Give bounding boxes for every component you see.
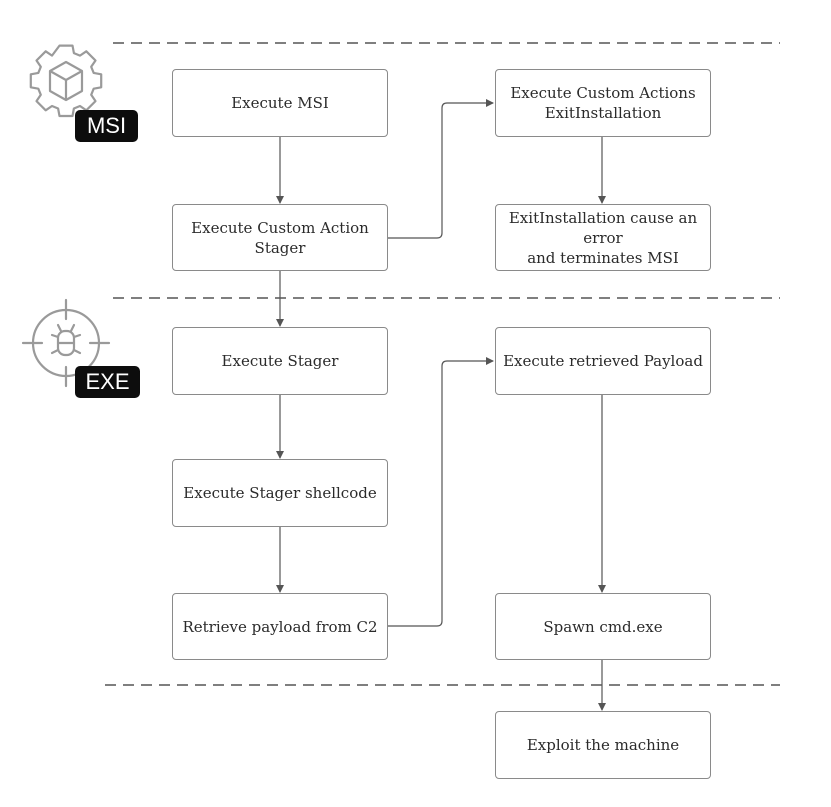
edge-custom-action-stager-to-custom-actions-exit	[388, 99, 494, 239]
node-execute-stager: Execute Stager	[172, 327, 388, 395]
node-execute-custom-actions-exit: Execute Custom Actions ExitInstallation	[495, 69, 711, 137]
node-execute-custom-action-stager: Execute Custom Action Stager	[172, 204, 388, 271]
node-exit-installation-error: ExitInstallation cause an error and term…	[495, 204, 711, 271]
node-execute-stager-label: Execute Stager	[221, 352, 339, 370]
node-exploit-machine: Exploit the machine	[495, 711, 711, 779]
node-spawn-cmd-label: Spawn cmd.exe	[543, 617, 663, 636]
node-exploit-machine-label: Exploit the machine	[526, 736, 680, 754]
node-retrieve-payload-label: Retrieve payload from C2	[182, 617, 378, 636]
node-execute-stager-shellcode: Execute Stager shellcode	[172, 459, 388, 527]
node-execute-retrieved-payload: Execute retrieved Payload	[495, 327, 711, 395]
node-retrieve-payload: Retrieve payload from C2	[172, 593, 388, 660]
node-execute-custom-actions-exit-label: Execute Custom Actions ExitInstallation	[510, 84, 696, 122]
msi-section-badge: MSI	[75, 110, 138, 142]
exe-section-badge: EXE	[75, 366, 140, 398]
node-execute-custom-action-stager-label: Execute Custom Action Stager	[191, 218, 369, 257]
node-exit-installation-error-label: ExitInstallation cause an error and term…	[508, 208, 698, 267]
node-execute-retrieved-payload-label: Execute retrieved Payload	[503, 352, 703, 370]
bug-crosshair-icon	[21, 298, 111, 388]
edge-retrieve-payload-to-execute-payload	[388, 357, 494, 627]
gear-cube-icon	[29, 44, 103, 118]
node-execute-stager-shellcode-label: Execute Stager shellcode	[183, 484, 377, 502]
node-execute-msi: Execute MSI	[172, 69, 388, 137]
node-execute-msi-label: Execute MSI	[231, 94, 329, 112]
node-spawn-cmd: Spawn cmd.exe	[495, 593, 711, 660]
